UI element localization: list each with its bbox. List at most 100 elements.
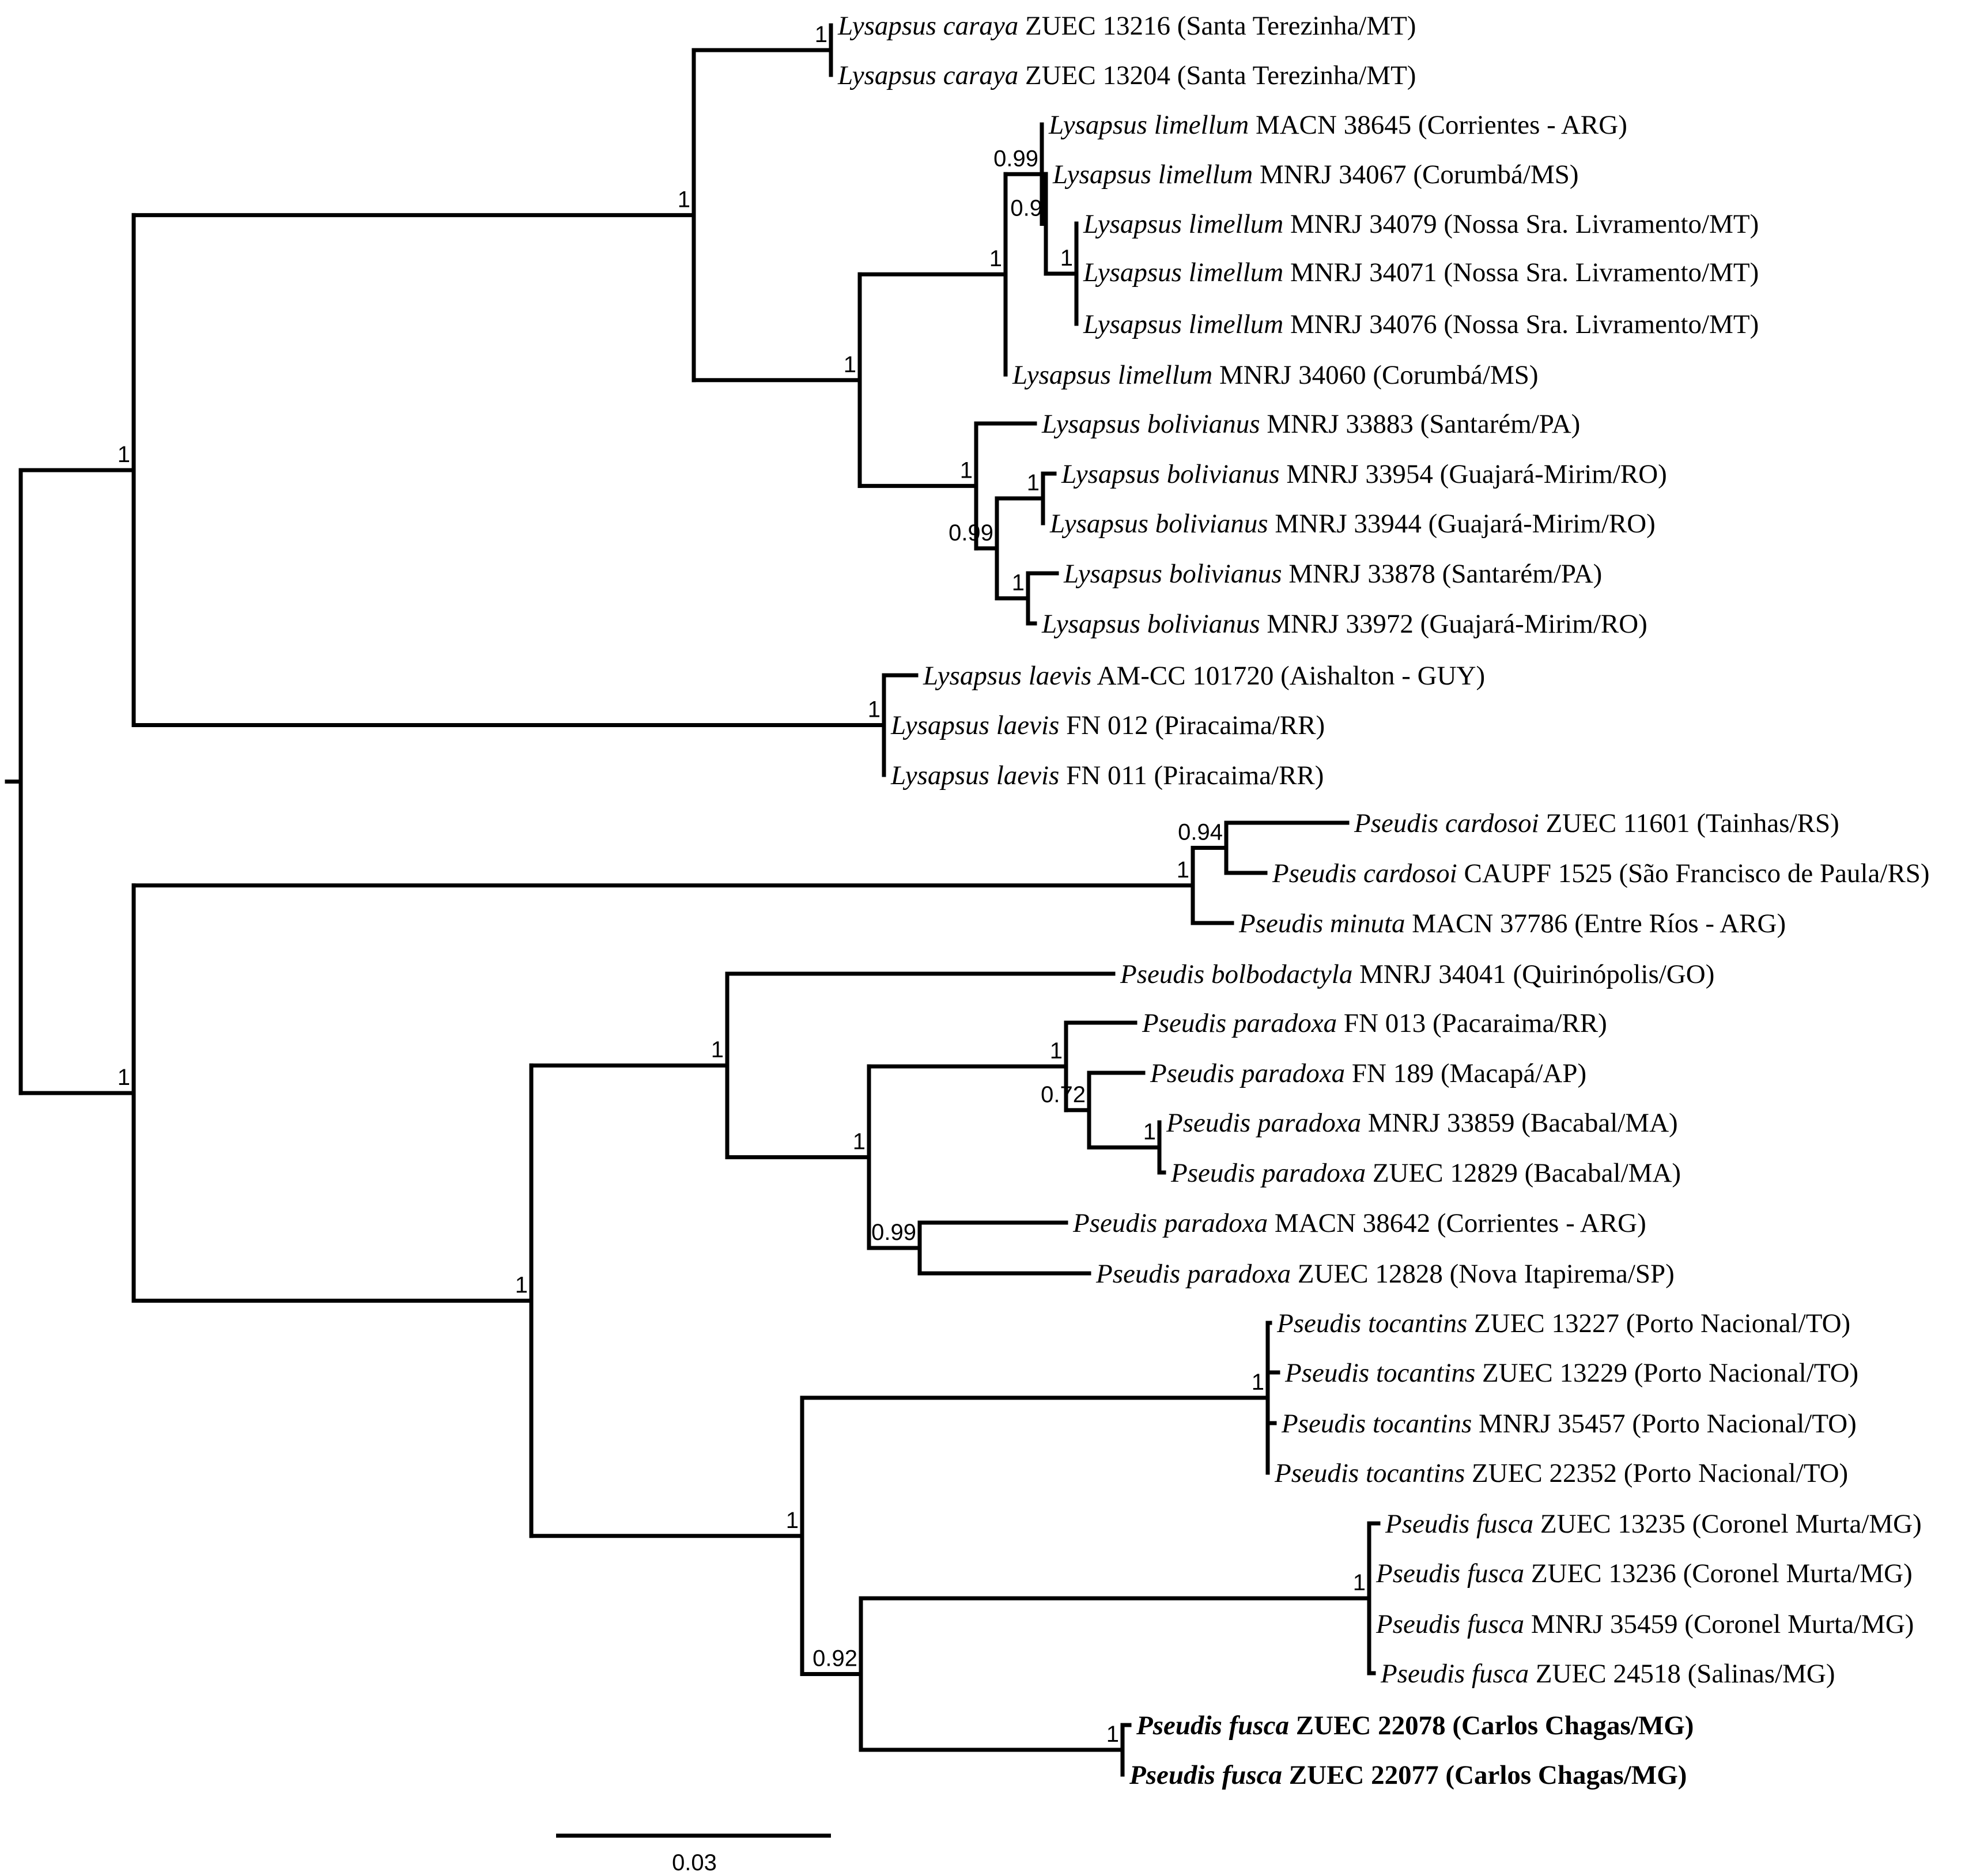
leaf-label: Lysapsus caraya ZUEC 13204 (Santa Terezi… (837, 60, 1416, 90)
support-value: 0.92 (813, 1646, 857, 1671)
leaf-species: Lysapsus limellum (1048, 110, 1249, 140)
leaf-species: Lysapsus limellum (1083, 309, 1283, 339)
support-value: 1 (868, 697, 880, 723)
leaf-species: Lysapsus limellum (1083, 209, 1283, 239)
leaf-species: Lysapsus bolivianus (1063, 559, 1282, 589)
leaf-voucher-locality: MNRJ 34041 (Quirinópolis/GO) (1352, 959, 1714, 989)
leaf-species: Pseudis minuta (1238, 909, 1405, 939)
support-value: 1 (678, 187, 690, 212)
leaf-species: Lysapsus laevis (890, 761, 1059, 791)
leaf-label: Lysapsus bolivianus MNRJ 33944 (Guajará-… (1049, 509, 1656, 539)
leaf-voucher-locality: MNRJ 35457 (Porto Nacional/TO) (1472, 1409, 1857, 1439)
leaf-voucher-locality: MNRJ 34071 (Nossa Sra. Livramento/MT) (1283, 258, 1759, 288)
leaf-label: Lysapsus limellum MNRJ 34060 (Corumbá/MS… (1012, 360, 1539, 390)
support-value: 1 (515, 1272, 528, 1298)
support-value: 0.99 (993, 146, 1038, 171)
leaf-label: Pseudis tocantins ZUEC 22352 (Porto Naci… (1274, 1458, 1848, 1488)
leaf-voucher-locality: ZUEC 12829 (Bacabal/MA) (1366, 1158, 1681, 1188)
support-value: 1 (1012, 570, 1025, 596)
leaf-voucher-locality: CAUPF 1525 (São Francisco de Paula/RS) (1457, 858, 1930, 888)
support-value: 1 (1050, 1038, 1063, 1064)
leaf-label: Lysapsus limellum MACN 38645 (Corrientes… (1048, 110, 1627, 140)
leaf-label: Lysapsus bolivianus MNRJ 33883 (Santarém… (1041, 409, 1580, 439)
leaf-species: Lysapsus bolivianus (1041, 609, 1260, 639)
leaf-voucher-locality: MNRJ 33859 (Bacabal/MA) (1361, 1108, 1678, 1138)
leaf-voucher-locality: MACN 38645 (Corrientes - ARG) (1249, 110, 1627, 140)
leaf-label: Pseudis fusca ZUEC 24518 (Salinas/MG) (1380, 1659, 1835, 1689)
leaf-voucher-locality: MNRJ 34060 (Corumbá/MS) (1212, 360, 1538, 390)
leaf-label: Lysapsus bolivianus MNRJ 33954 (Guajará-… (1061, 459, 1667, 489)
support-value: 1 (1177, 857, 1189, 883)
leaf-voucher-locality: MNRJ 33954 (Guajará-Mirim/RO) (1280, 459, 1667, 489)
leaf-species: Pseudis tocantins (1274, 1458, 1465, 1488)
support-value: 1 (1027, 470, 1040, 496)
leaf-label: Pseudis paradoxa ZUEC 12829 (Bacabal/MA) (1170, 1158, 1681, 1188)
leaf-species: Pseudis fusca (1375, 1609, 1524, 1639)
support-value: 1 (1143, 1119, 1156, 1145)
leaf-species: Pseudis fusca (1136, 1711, 1289, 1741)
leaf-species: Lysapsus limellum (1052, 160, 1253, 190)
leaf-species: Pseudis paradoxa (1072, 1208, 1268, 1238)
leaf-species: Pseudis paradoxa (1095, 1259, 1291, 1289)
support-value: 1 (815, 22, 827, 47)
leaf-species: Pseudis cardosoi (1354, 808, 1539, 838)
leaf-label: Pseudis fusca ZUEC 22077 (Carlos Chagas/… (1129, 1760, 1687, 1790)
leaf-species: Pseudis fusca (1375, 1559, 1524, 1588)
leaf-species: Lysapsus bolivianus (1061, 459, 1280, 489)
leaf-species: Pseudis fusca (1129, 1760, 1282, 1790)
leaf-voucher-locality: MACN 38642 (Corrientes - ARG) (1268, 1208, 1646, 1238)
leaf-label: Lysapsus limellum MNRJ 34076 (Nossa Sra.… (1083, 309, 1759, 339)
support-value: 1 (1353, 1570, 1366, 1595)
support-value: 0.94 (1178, 820, 1223, 845)
leaf-voucher-locality: FN 189 (Macapá/AP) (1345, 1058, 1586, 1088)
leaf-voucher-locality: MNRJ 34079 (Nossa Sra. Livramento/MT) (1283, 209, 1759, 239)
leaf-species: Pseudis paradoxa (1170, 1158, 1366, 1188)
support-value: 1 (118, 442, 130, 467)
leaf-species: Pseudis paradoxa (1150, 1058, 1345, 1088)
support-value: 0.99 (871, 1220, 916, 1245)
leaf-label: Lysapsus limellum MNRJ 34079 (Nossa Sra.… (1083, 209, 1759, 239)
scale-bar-label: 0.03 (672, 1850, 717, 1875)
leaf-species: Pseudis paradoxa (1142, 1008, 1337, 1038)
leaf-species: Pseudis cardosoi (1272, 858, 1457, 888)
leaf-species: Lysapsus limellum (1083, 258, 1283, 288)
leaf-species: Lysapsus limellum (1012, 360, 1212, 390)
leaf-label: Pseudis fusca MNRJ 35459 (Coronel Murta/… (1375, 1609, 1914, 1639)
support-value: 1 (844, 352, 856, 377)
leaf-species: Lysapsus caraya (837, 11, 1018, 41)
scale-bar: 0.03 (556, 1833, 831, 1875)
support-value: 1 (711, 1037, 724, 1062)
leaf-voucher-locality: ZUEC 22077 (Carlos Chagas/MG) (1282, 1760, 1687, 1790)
leaf-label: Lysapsus laevis AM-CC 101720 (Aishalton … (923, 661, 1485, 691)
leaf-species: Lysapsus laevis (890, 710, 1059, 740)
support-value: 1 (118, 1065, 130, 1090)
leaf-voucher-locality: ZUEC 13236 (Coronel Murta/MG) (1524, 1559, 1913, 1588)
support-value: 1 (989, 246, 1002, 271)
leaf-voucher-locality: ZUEC 13229 (Porto Nacional/TO) (1475, 1358, 1858, 1388)
leaf-voucher-locality: FN 011 (Piracaima/RR) (1059, 761, 1324, 791)
leaf-label: Pseudis cardosoi CAUPF 1525 (São Francis… (1272, 858, 1930, 888)
leaf-species: Lysapsus caraya (837, 60, 1018, 90)
leaf-label: Lysapsus laevis FN 012 (Piracaima/RR) (890, 710, 1325, 740)
leaf-species: Lysapsus bolivianus (1049, 509, 1268, 539)
leaf-voucher-locality: MACN 37786 (Entre Ríos - ARG) (1405, 909, 1786, 939)
leaf-label: Pseudis minuta MACN 37786 (Entre Ríos - … (1238, 909, 1786, 939)
leaf-species: Pseudis tocantins (1284, 1358, 1475, 1388)
leaf-label: Pseudis paradoxa MACN 38642 (Corrientes … (1072, 1208, 1646, 1238)
leaf-label: Pseudis fusca ZUEC 13236 (Coronel Murta/… (1375, 1559, 1913, 1588)
leaf-voucher-locality: ZUEC 22078 (Carlos Chagas/MG) (1289, 1711, 1694, 1741)
support-value: 1 (786, 1508, 799, 1533)
leaf-voucher-locality: ZUEC 24518 (Salinas/MG) (1529, 1659, 1835, 1689)
leaf-label: Pseudis tocantins ZUEC 13229 (Porto Naci… (1284, 1358, 1858, 1388)
leaf-species: Pseudis tocantins (1281, 1409, 1472, 1439)
leaf-label: Pseudis tocantins ZUEC 13227 (Porto Naci… (1276, 1308, 1850, 1338)
support-value: 0.99 (948, 520, 993, 546)
leaf-label: Pseudis tocantins MNRJ 35457 (Porto Naci… (1281, 1409, 1857, 1439)
leaf-label: Pseudis fusca ZUEC 22078 (Carlos Chagas/… (1136, 1711, 1694, 1741)
leaf-voucher-locality: ZUEC 13235 (Coronel Murta/MG) (1533, 1509, 1922, 1539)
support-value: 1 (1252, 1370, 1264, 1395)
support-value: 1 (1106, 1722, 1119, 1747)
leaf-species: Lysapsus bolivianus (1041, 409, 1260, 439)
leaf-label: Pseudis bolbodactyla MNRJ 34041 (Quirinó… (1120, 959, 1714, 989)
leaf-voucher-locality: ZUEC 22352 (Porto Nacional/TO) (1465, 1458, 1848, 1488)
